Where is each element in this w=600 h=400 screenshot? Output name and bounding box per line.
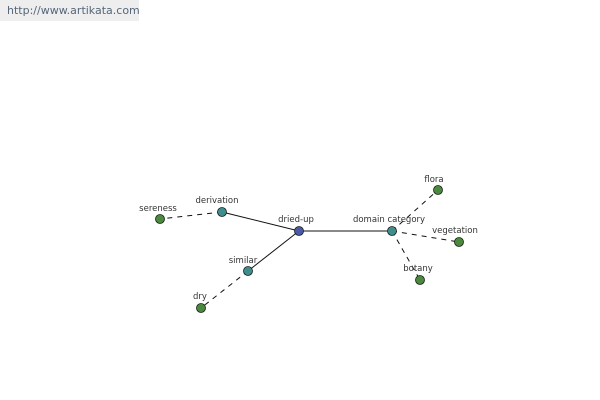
node-label-derivation[interactable]: derivation bbox=[195, 196, 238, 206]
edge-dried-up-derivation bbox=[221, 211, 300, 232]
graph-labels: dried-up derivation similar domain category… bbox=[139, 175, 478, 302]
edge-domain-category-vegetation bbox=[391, 230, 460, 243]
node-vegetation[interactable] bbox=[454, 237, 464, 247]
node-label-similar[interactable]: similar bbox=[229, 256, 258, 266]
node-dry[interactable] bbox=[196, 303, 206, 313]
node-label-flora[interactable]: flora bbox=[424, 175, 443, 185]
source-url-watermark[interactable]: http://www.artikata.com bbox=[0, 0, 140, 21]
node-label-dried-up[interactable]: dried-up bbox=[278, 215, 314, 225]
node-label-sereness[interactable]: sereness bbox=[139, 204, 177, 214]
graph-edges bbox=[159, 189, 460, 309]
node-label-dry[interactable]: dry bbox=[193, 292, 207, 302]
node-label-domain-category[interactable]: domain category bbox=[353, 215, 425, 225]
node-sereness[interactable] bbox=[155, 214, 165, 224]
graph-nodes bbox=[155, 185, 464, 313]
node-label-botany[interactable]: botany bbox=[403, 264, 433, 274]
node-derivation[interactable] bbox=[217, 207, 227, 217]
edge-domain-category-flora bbox=[391, 189, 439, 232]
edge-similar-dry bbox=[200, 270, 249, 309]
node-domain-category[interactable] bbox=[387, 226, 397, 236]
node-label-vegetation[interactable]: vegetation bbox=[432, 226, 478, 236]
edge-dried-up-similar bbox=[247, 230, 300, 272]
node-similar[interactable] bbox=[243, 266, 253, 276]
node-botany[interactable] bbox=[415, 275, 425, 285]
edge-derivation-sereness bbox=[159, 211, 223, 220]
node-flora[interactable] bbox=[433, 185, 443, 195]
node-dried-up[interactable] bbox=[294, 226, 304, 236]
